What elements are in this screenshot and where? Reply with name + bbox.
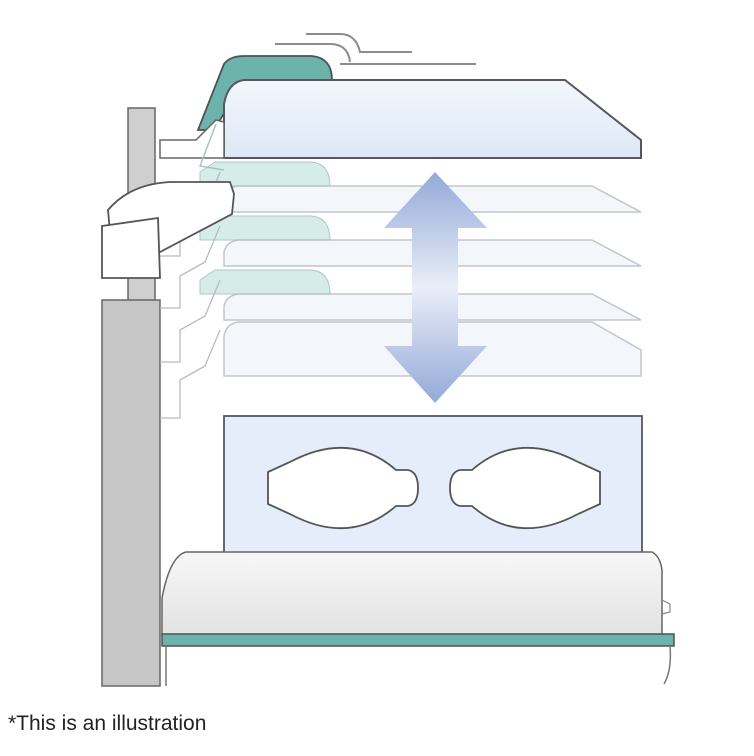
hand-port-icon [449,446,601,530]
front-panel [223,415,643,563]
vertical-double-arrow-icon [384,172,487,403]
teal-rail [161,633,675,647]
hood-top [159,55,642,171]
illustration-caption: *This is an illustration [8,712,207,735]
base-tray [161,551,675,686]
motion-lines [275,33,476,65]
hand-port-icon [267,446,419,530]
arm-bracket [101,181,235,279]
hood-ghost-positions [160,161,642,419]
